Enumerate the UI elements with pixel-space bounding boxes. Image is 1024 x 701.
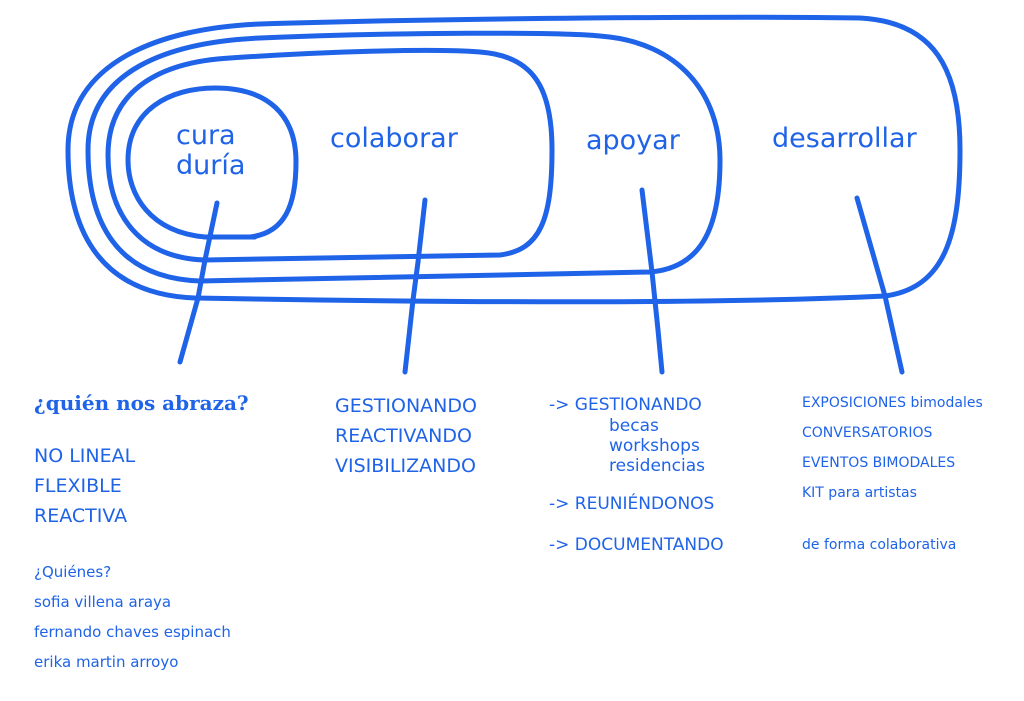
person-name: fernando chaves espinach (34, 623, 231, 641)
left-column: ¿quién nos abraza? (34, 391, 249, 415)
attribute-item: FLEXIBLE (34, 475, 122, 497)
apoyar-documentando: -> DOCUMENTANDO (549, 535, 724, 555)
connector-colaborar (402, 197, 428, 375)
colaborar-action: REACTIVANDO (335, 425, 472, 447)
colaborar-action: VISIBILIZANDO (335, 455, 476, 477)
label-colaborar: colaborar (330, 123, 458, 154)
desarrollar-footer-block: de forma colaborativa (802, 530, 956, 560)
label-curaduria-line1: cura (176, 120, 236, 151)
desarrollar-item: KIT para artistas (802, 485, 917, 501)
attribute-item: NO LINEAL (34, 445, 136, 467)
loop-apoyar (85, 30, 723, 284)
colaborar-action: GESTIONANDO (335, 395, 477, 417)
apoyar-sub-item: residencias (609, 456, 706, 476)
loop-desarrollar (65, 14, 963, 305)
desarrollar-item: EVENTOS BIMODALES (802, 455, 956, 471)
attributes-list: NO LINEAL FLEXIBLE REACTIVA (34, 441, 135, 531)
question-heading: ¿quién nos abraza? (34, 391, 249, 415)
loop-curaduria (125, 85, 299, 240)
attribute-item: REACTIVA (34, 505, 128, 527)
connector-desarrollar (854, 195, 905, 375)
desarrollar-item: CONVERSATORIOS (802, 425, 933, 441)
desarrollar-actions: EXPOSICIONES bimodales CONVERSATORIOS EV… (802, 388, 983, 508)
apoyar-reuniendonos: -> REUNIÉNDONOS (549, 494, 715, 514)
person-name: sofia villena araya (34, 593, 172, 611)
apoyar-reuniendonos-block: -> REUNIÉNDONOS (549, 493, 714, 515)
desarrollar-footer: de forma colaborativa (802, 537, 957, 553)
person-name: erika martin arroyo (34, 653, 179, 671)
apoyar-documentando-block: -> DOCUMENTANDO (549, 534, 724, 556)
colaborar-actions: GESTIONANDO REACTIVANDO VISIBILIZANDO (335, 391, 477, 481)
label-curaduria-line2: duría (176, 150, 246, 181)
connector-apoyar (639, 187, 665, 375)
apoyar-sub-item: workshops (609, 436, 700, 456)
label-desarrollar: desarrollar (772, 123, 917, 154)
apoyar-sub-item: becas (609, 416, 659, 436)
apoyar-gestionando: -> GESTIONANDO (549, 395, 702, 415)
apoyar-actions: -> GESTIONANDO becas workshops residenci… (549, 394, 705, 476)
label-curaduria: cura duría (176, 121, 245, 181)
label-apoyar: apoyar (586, 125, 680, 156)
people-list: ¿Quiénes? sofia villena araya fernando c… (34, 557, 231, 677)
people-heading: ¿Quiénes? (34, 563, 112, 581)
loop-colaborar (105, 47, 555, 263)
connector-curaduria (177, 200, 220, 365)
desarrollar-item: EXPOSICIONES bimodales (802, 395, 983, 411)
